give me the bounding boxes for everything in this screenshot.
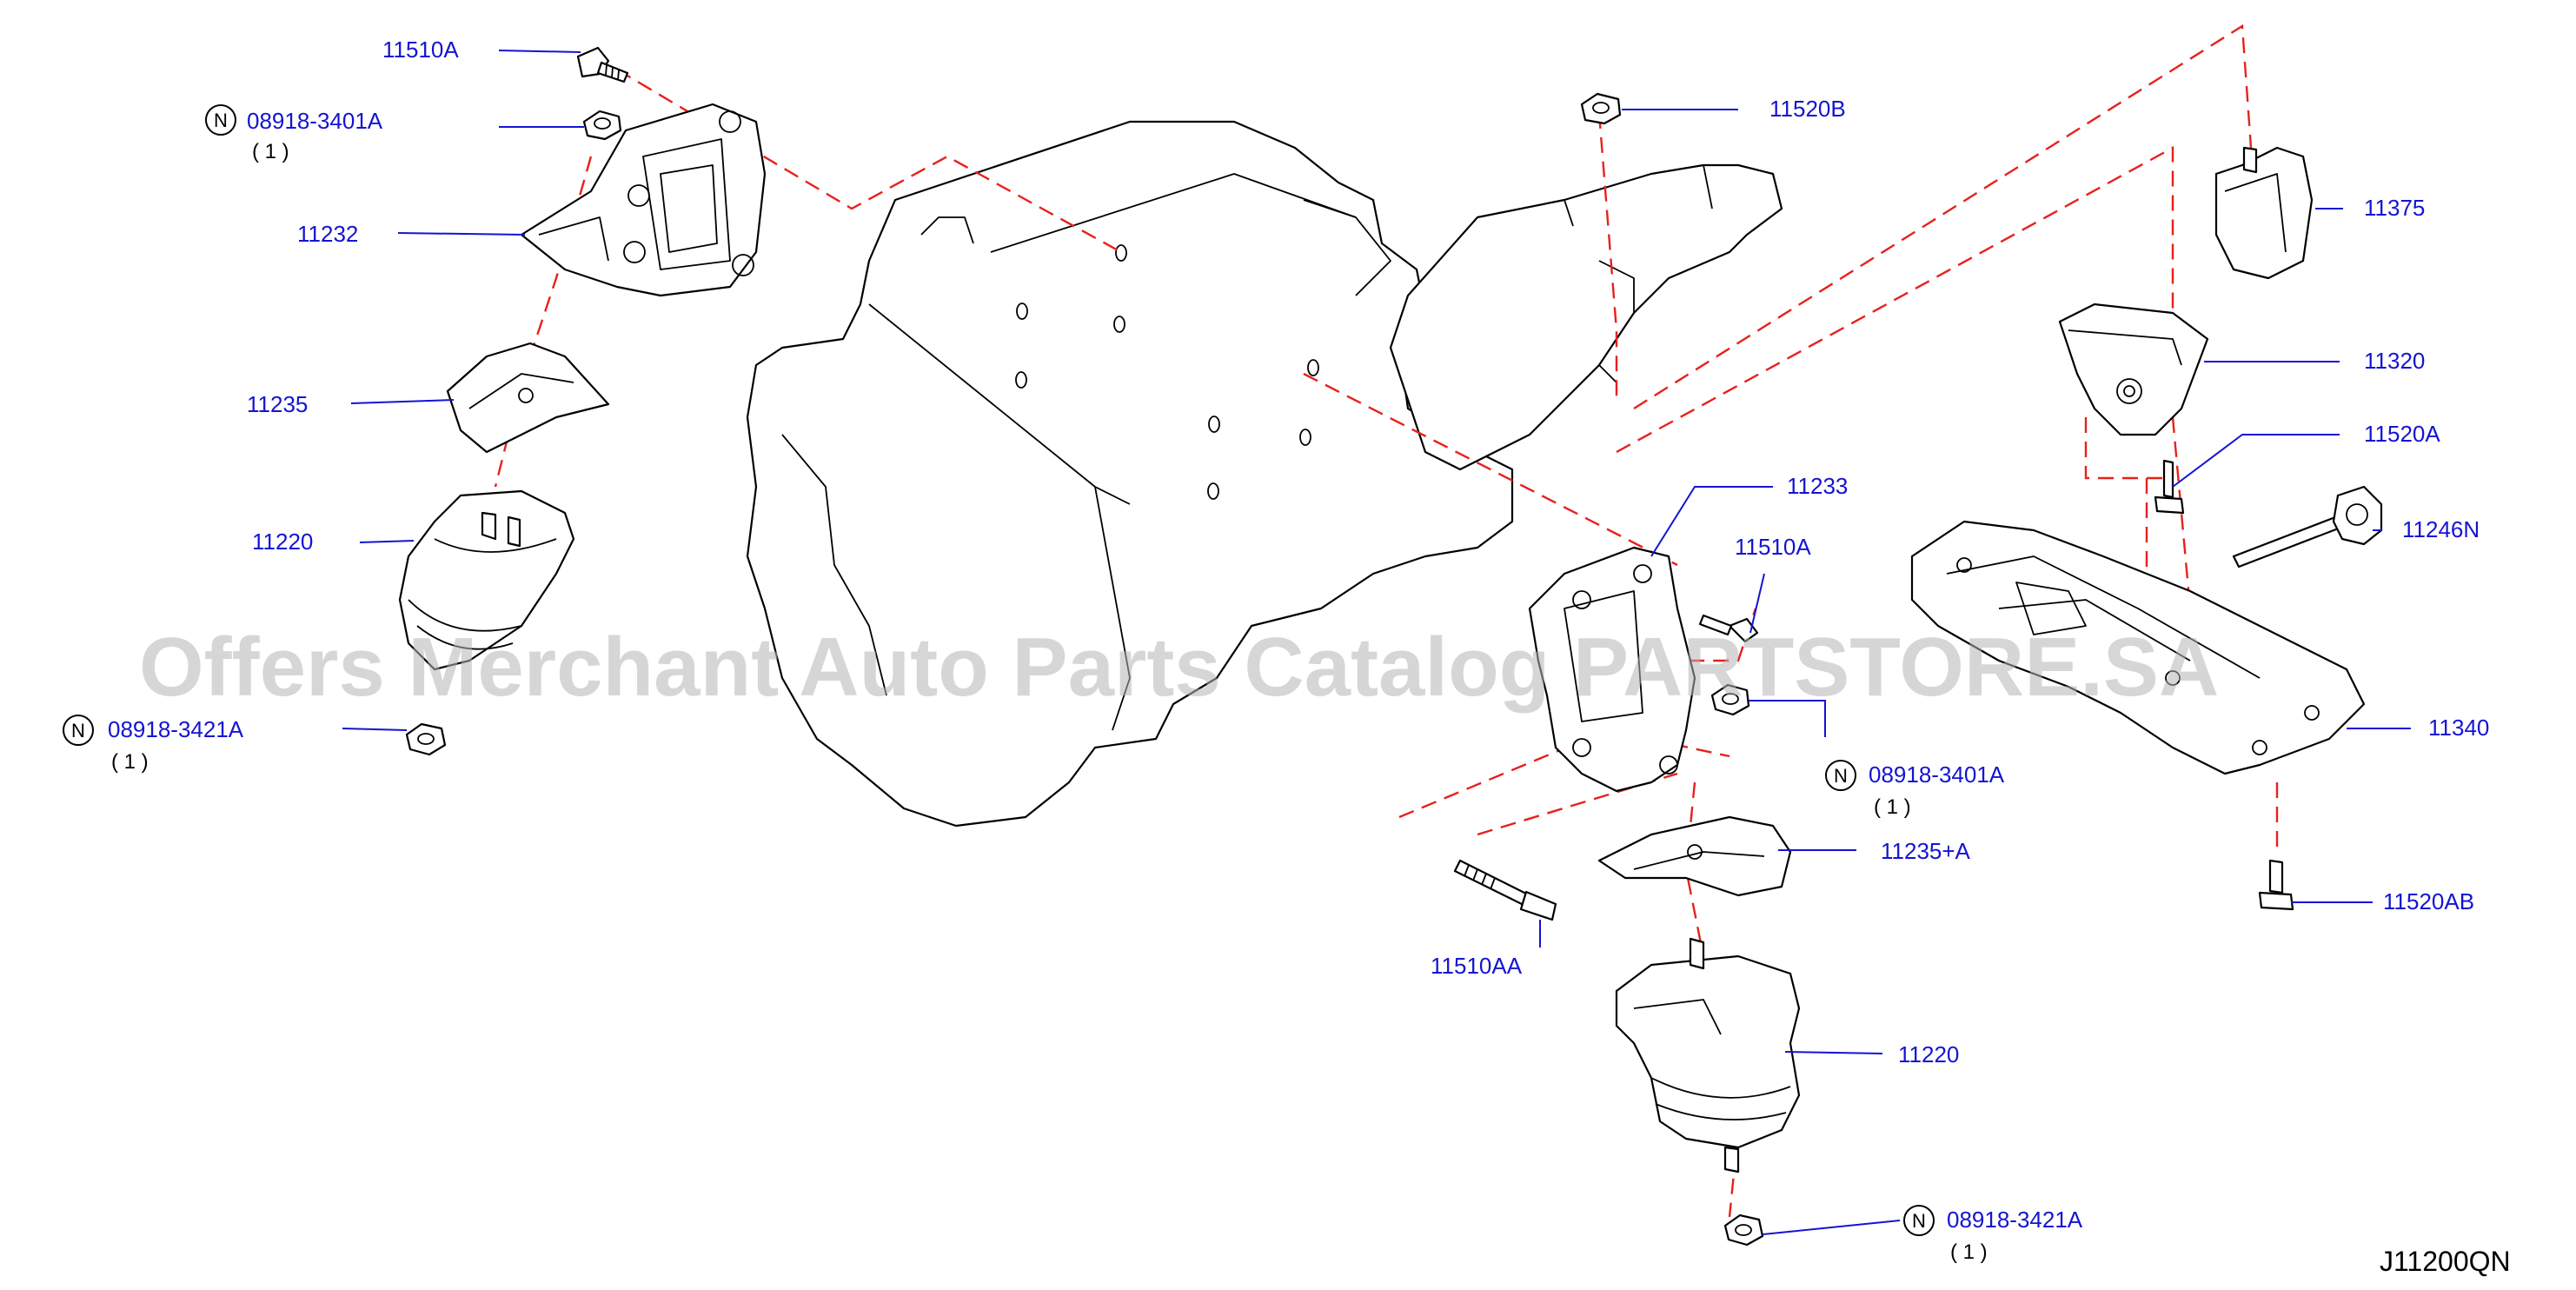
callout-11235A[interactable]: 11235+A (1881, 838, 1971, 864)
leader-lines (342, 50, 2411, 1235)
bolt-11510AA (1453, 859, 1557, 921)
callout-labels: 11510A N 08918-3401A ( 1 ) 11232 11235 1… (63, 37, 2489, 1264)
rear-mount-11320 (2058, 303, 2209, 436)
bracket-11233 (1528, 546, 1696, 793)
callout-11520AB[interactable]: 11520AB (2383, 888, 2474, 914)
bracket-11232 (520, 103, 767, 297)
callout-08918-3401A-right[interactable]: 08918-3401A (1869, 761, 2005, 788)
callout-11510A-top[interactable]: 11510A (382, 37, 459, 63)
bolt-11510A-right (1698, 614, 1759, 643)
bolt-11520A (2154, 459, 2185, 515)
n-marker-text: N (71, 720, 85, 741)
bolt-11520AB (2258, 859, 2294, 911)
callout-11220-left[interactable]: 11220 (252, 529, 313, 555)
engine-block-outline (746, 120, 1514, 828)
callout-08918-3401A-right-qty: ( 1 ) (1874, 795, 1911, 819)
crossmember-11340 (1910, 520, 2366, 775)
bolt-11510A-top (576, 46, 629, 83)
engine-mount-11220-left (398, 489, 575, 671)
assembly-guide-lines (494, 23, 2279, 1218)
callout-11246N[interactable]: 11246N (2402, 516, 2480, 542)
callout-08918-3421A-left[interactable]: 08918-3421A (108, 716, 244, 742)
callout-11510A-right[interactable]: 11510A (1735, 534, 1811, 560)
diagram-code: J11200QN (2380, 1246, 2511, 1277)
nut-11520B (1580, 92, 1622, 125)
n-marker-text: N (1912, 1210, 1926, 1232)
n-marker-icon (205, 104, 236, 136)
callout-08918-3421A-right[interactable]: 08918-3421A (1947, 1207, 2083, 1233)
callout-08918-3421A-left-qty: ( 1 ) (111, 750, 149, 774)
nut-08918-3401A-right (1710, 683, 1750, 716)
n-marker-icon (1825, 760, 1856, 791)
callout-11235[interactable]: 11235 (247, 391, 308, 417)
nut-08918-3421A-left (405, 722, 447, 756)
n-marker-icon (63, 715, 94, 746)
callout-08918-3401A-left-qty: ( 1 ) (252, 140, 289, 163)
callout-08918-3401A-left[interactable]: 08918-3401A (247, 108, 383, 134)
insulator-shield-11235 (446, 342, 610, 454)
callout-11375[interactable]: 11375 (2364, 195, 2425, 221)
callout-11340[interactable]: 11340 (2428, 715, 2489, 741)
callout-11520B[interactable]: 11520B (1769, 96, 1846, 122)
nut-08918-3421A-right (1723, 1214, 1764, 1247)
nut-08918-3401A-left (582, 110, 622, 141)
n-marker-text: N (214, 110, 228, 131)
callout-11233[interactable]: 11233 (1787, 473, 1848, 499)
rod-11246N (2232, 485, 2383, 569)
callout-08918-3421A-right-qty: ( 1 ) (1950, 1240, 1988, 1264)
transmission-outline (1389, 163, 1783, 471)
insulator-shield-11235A (1597, 815, 1792, 897)
damper-11375 (2214, 146, 2314, 280)
callout-11220-right[interactable]: 11220 (1898, 1041, 1959, 1067)
watermark-text: Offers Merchant Auto Parts Catalog PARTS… (139, 621, 2219, 714)
n-marker-icon (1903, 1205, 1935, 1236)
callout-11232[interactable]: 11232 (297, 221, 358, 247)
callout-11320[interactable]: 11320 (2364, 348, 2425, 374)
callout-11510AA[interactable]: 11510AA (1431, 953, 1523, 979)
callout-11520A[interactable]: 11520A (2364, 421, 2440, 447)
engine-mount-11220-right (1615, 937, 1801, 1174)
n-marker-text: N (1834, 765, 1848, 787)
